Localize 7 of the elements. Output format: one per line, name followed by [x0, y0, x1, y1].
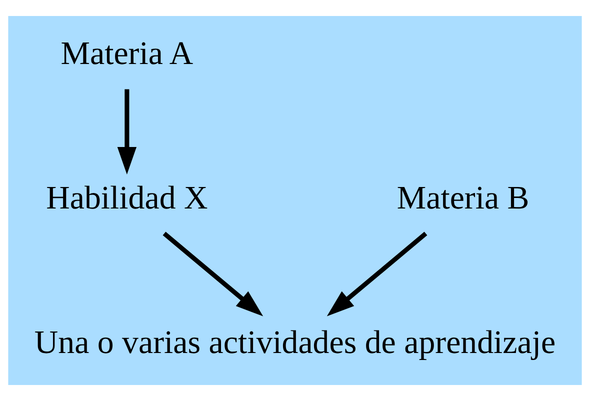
node-text: Materia A	[60, 36, 194, 72]
node-text: Una o varias actividades de aprendizaje	[34, 324, 556, 361]
node-text: Habilidad X	[46, 180, 208, 217]
arrow	[162, 232, 264, 316]
node-text: Materia B	[396, 180, 530, 217]
arrow	[117, 89, 137, 174]
arrow	[326, 232, 428, 316]
